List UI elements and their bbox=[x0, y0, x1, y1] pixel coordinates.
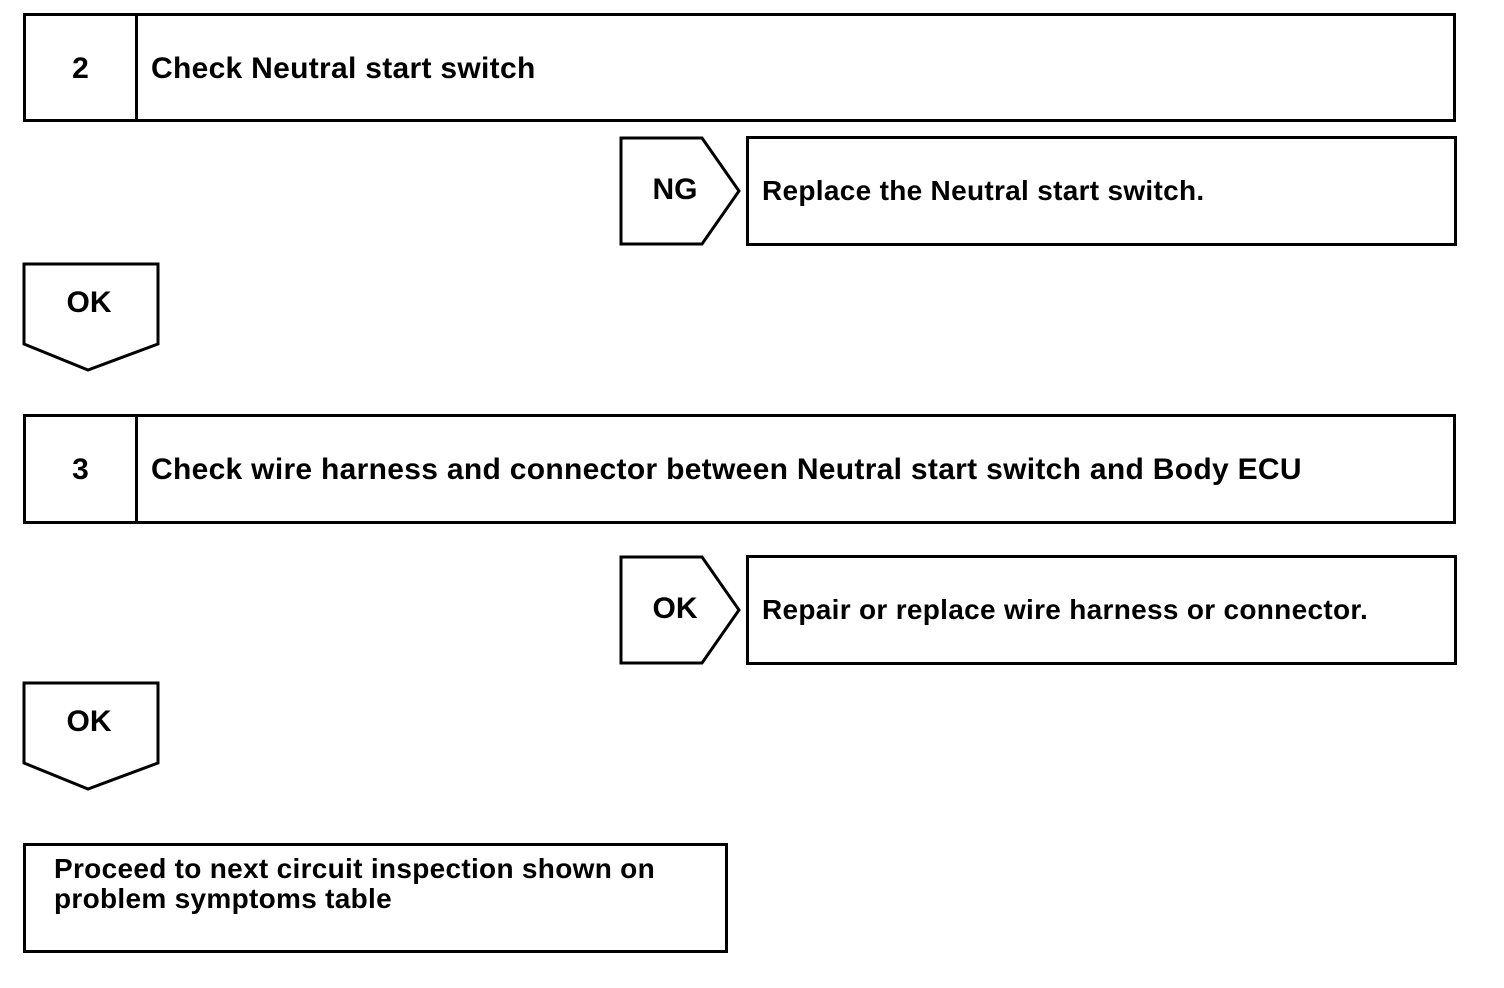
branch-action-text: Repair or replace wire harness or connec… bbox=[762, 594, 1369, 625]
branch-result-arrow bbox=[619, 136, 741, 246]
step-3-box: 3 Check wire harness and connector betwe… bbox=[23, 414, 1456, 524]
step-number: 3 bbox=[26, 417, 138, 521]
branch-result-label: OK bbox=[652, 592, 698, 625]
branch-action-box: Repair or replace wire harness or connec… bbox=[746, 555, 1457, 665]
branch-action-box: Replace the Neutral start switch. bbox=[746, 136, 1457, 246]
final-text: Proceed to next circuit inspection shown… bbox=[54, 853, 655, 914]
continue-label: OK bbox=[66, 286, 112, 319]
step-title: Check Neutral start switch bbox=[151, 52, 536, 85]
final-box: Proceed to next circuit inspection shown… bbox=[23, 843, 728, 953]
step-2-box: 2 Check Neutral start switch bbox=[23, 13, 1456, 122]
step-title: Check wire harness and connector between… bbox=[151, 453, 1302, 486]
branch-result-label: NG bbox=[652, 173, 698, 206]
branch-action-text: Replace the Neutral start switch. bbox=[762, 175, 1205, 206]
continue-label: OK bbox=[66, 705, 112, 738]
step-number: 2 bbox=[26, 16, 138, 119]
branch-result-arrow bbox=[619, 555, 741, 665]
continue-arrow bbox=[22, 262, 160, 372]
continue-arrow bbox=[22, 681, 160, 791]
